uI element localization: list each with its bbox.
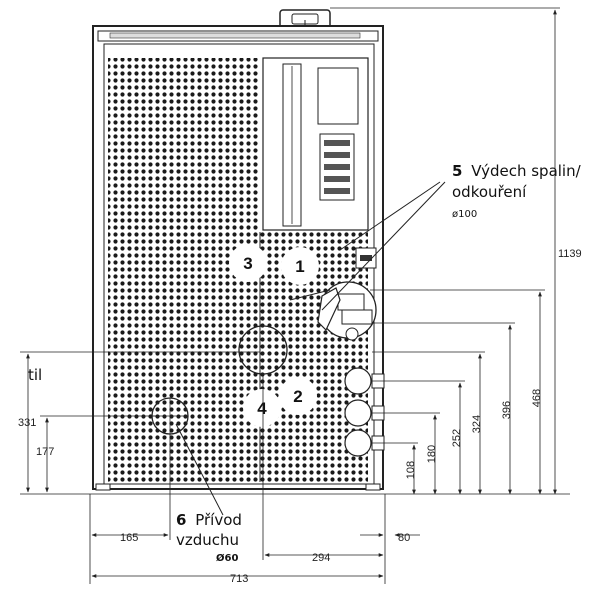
- dim-468: 468: [531, 389, 543, 407]
- svg-text:1: 1: [295, 257, 304, 276]
- svg-text:4: 4: [257, 399, 267, 418]
- label-flue-outlet: 5 Výdech spalin/ odkouření ø100: [452, 162, 582, 220]
- dim-165: 165: [120, 532, 138, 544]
- dim-713: 713: [230, 573, 248, 585]
- control-box: [262, 57, 369, 231]
- dim-396: 396: [501, 401, 513, 419]
- callout-3: 3: [229, 244, 267, 282]
- svg-text:Ø60: Ø60: [216, 552, 238, 564]
- svg-text:3: 3: [243, 254, 252, 273]
- dim-331: 331: [18, 417, 36, 429]
- svg-text:6 Přívod: 6 Přívod: [176, 511, 242, 529]
- callout-1: 1: [281, 247, 319, 285]
- svg-text:odkouření: odkouření: [452, 183, 527, 201]
- svg-text:2: 2: [293, 387, 302, 406]
- dim-1139: 1139: [558, 248, 582, 260]
- dim-324: 324: [471, 415, 483, 433]
- dim-108: 108: [405, 461, 417, 479]
- dim-180: 180: [426, 445, 438, 463]
- dim-252: 252: [451, 429, 463, 447]
- pipe-connections: [344, 367, 385, 457]
- svg-text:vzduchu: vzduchu: [176, 531, 239, 549]
- label-air-inlet: 6 Přívod vzduchu Ø60: [176, 511, 242, 564]
- dim-177: 177: [36, 446, 54, 458]
- feet: [95, 483, 381, 491]
- svg-text:ø100: ø100: [452, 209, 477, 220]
- dim-80: 80: [398, 532, 410, 544]
- svg-text:5 Výdech spalin/: 5 Výdech spalin/: [452, 162, 582, 180]
- callout-4: 4: [243, 389, 281, 427]
- right-connection-block: [317, 247, 377, 341]
- leader-lines: [175, 181, 446, 516]
- dim-294: 294: [312, 552, 330, 564]
- callout-2: 2: [279, 377, 317, 415]
- label-til: til: [28, 366, 42, 384]
- dimension-lines: [20, 7, 570, 584]
